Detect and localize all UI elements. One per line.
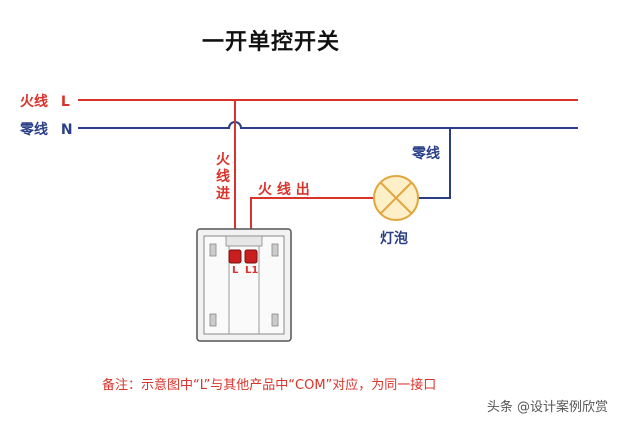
neutral-line-code: N [60, 122, 73, 138]
page-title: 一开单控开关 [202, 30, 341, 55]
terminal-l1-icon [244, 249, 258, 264]
lamp-neutral-wire [418, 128, 451, 199]
live-line-code: L [60, 94, 70, 110]
live-in-label: 火线进 [216, 152, 230, 202]
terminal-l-label: L [232, 265, 239, 276]
neutral-line [78, 121, 578, 129]
watermark: 头条 @设计案例欣赏 [486, 400, 608, 415]
lamp-label: 灯泡 [380, 231, 408, 247]
neutral-line-label: 零线 N [20, 119, 73, 139]
footnote: 备注：示意图中“L”与其他产品中“COM”对应，为同一接口 [102, 378, 437, 393]
lamp-neutral-label: 零线 [412, 146, 440, 162]
terminal-l-icon [228, 249, 242, 264]
lamp-icon [373, 175, 419, 221]
neutral-line-name: 零线 [20, 122, 48, 138]
live-line-label: 火线 L [20, 91, 70, 111]
live-out-wire [250, 197, 374, 242]
switch-icon [196, 228, 292, 342]
live-line-name: 火线 [20, 94, 48, 110]
terminal-l1-label: L1 [245, 265, 259, 276]
live-out-label: 火 线 出 [258, 182, 310, 198]
